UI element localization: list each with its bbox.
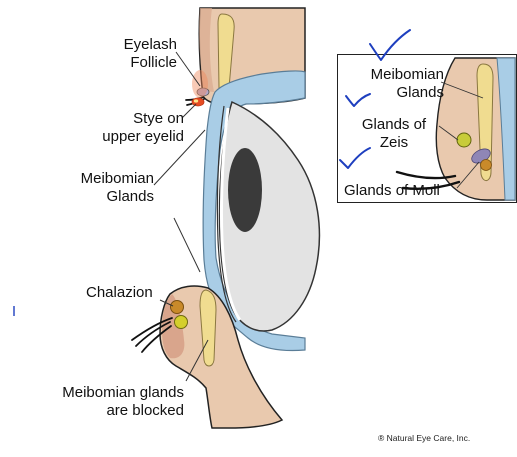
inset-label-glands-of-zeis: Glands of Zeis xyxy=(361,116,427,151)
inset-eyelid xyxy=(435,57,516,201)
copyright-notice: ® Natural Eye Care, Inc. xyxy=(378,433,471,443)
chalazion-cyst-lower xyxy=(174,315,188,329)
inset-eyelashes xyxy=(395,170,461,190)
inset-gland-of-zeis xyxy=(456,132,472,148)
stye xyxy=(191,97,205,107)
inset-leader-lines xyxy=(438,81,484,189)
lower-eyelashes xyxy=(131,317,173,353)
inset-tear-film xyxy=(496,57,516,201)
inset-label-meibomian-glands: Meibomian Glands xyxy=(370,66,444,101)
label-meibomian-glands: Meibomian Glands xyxy=(80,170,154,205)
label-chalazion: Chalazion xyxy=(86,284,153,301)
upper-eyelid-skin-shade xyxy=(199,8,214,92)
cornea-edge xyxy=(219,107,242,321)
iris xyxy=(228,148,262,232)
label-stye: Stye on upper eyelid xyxy=(102,110,184,145)
stye-highlight xyxy=(193,99,199,103)
label-meibomian-glands-blocked: Meibomian glands are blocked xyxy=(62,384,184,419)
inset-diagram xyxy=(395,57,516,201)
leader-lines xyxy=(153,51,209,382)
eyelash-follicle xyxy=(196,87,210,97)
follicle-inflammation xyxy=(192,70,208,98)
inset-label-glands-of-moll: Glands of Moll xyxy=(344,182,440,199)
label-eyelash-follicle: Eyelash Follicle xyxy=(123,36,177,71)
lower-eyelid xyxy=(159,285,284,429)
cornea-outline xyxy=(216,105,237,323)
inset-orange-gland xyxy=(480,159,492,171)
chalazion-cyst-upper xyxy=(170,300,184,314)
